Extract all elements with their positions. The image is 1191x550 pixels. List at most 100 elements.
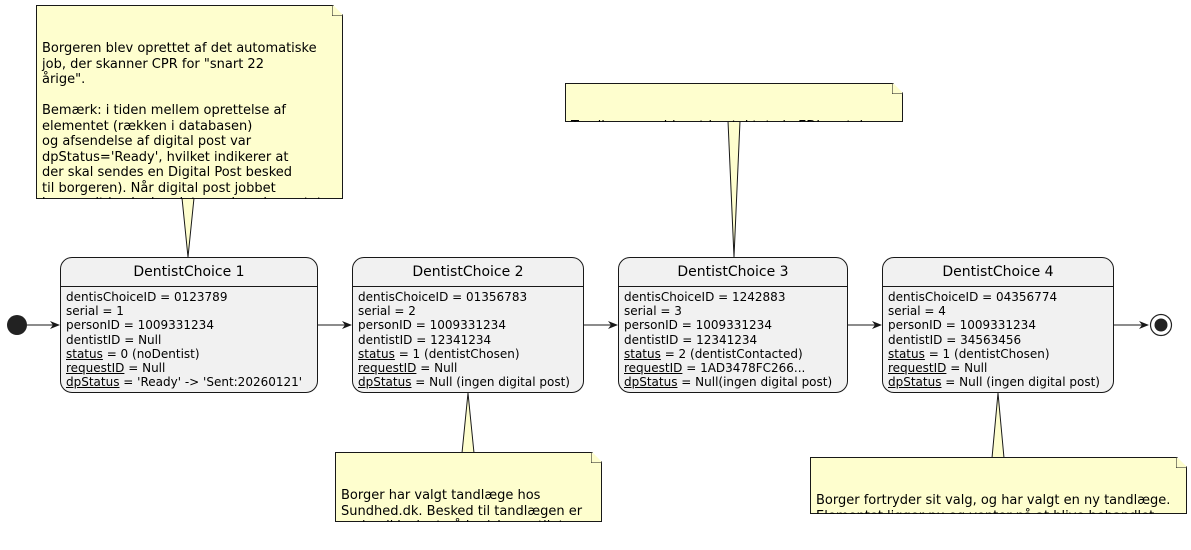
attr-key: status [888, 346, 925, 361]
attr-key: status [624, 346, 661, 361]
attr-row: status = 0 (noDentist) [66, 347, 312, 361]
attr-key: dentistID [358, 332, 413, 347]
attr-row: status = 2 (dentistContacted) [624, 347, 842, 361]
attr-row: dpStatus = Null(ingen digital post) [624, 375, 842, 389]
attr-key: serial [624, 304, 657, 319]
note-state3: Tandlægen er blevet kontaktet via EDI-po… [565, 83, 903, 122]
attr-key: serial [888, 304, 921, 319]
attr-row: requestID = Null [66, 361, 312, 375]
attr-key: dentistID [888, 332, 943, 347]
attr-value: = 1AD3478FC266... [682, 361, 806, 376]
attr-value: = 04356774 [978, 290, 1058, 304]
attr-value: = 0123789 [156, 290, 228, 304]
attr-row: dentistID = 12341234 [624, 333, 842, 347]
state-dentistchoice-4: DentistChoice 4 dentisChoiceID = 0435677… [882, 257, 1114, 393]
state-dentistchoice-3: DentistChoice 3 dentisChoiceID = 1242883… [618, 257, 848, 393]
attr-value: = 1009331234 [677, 318, 772, 333]
attr-row: dpStatus = Null (ingen digital post) [358, 375, 578, 389]
attr-value: = Null(ingen digital post) [677, 375, 833, 390]
note-state2: Borger har valgt tandlæge hos Sundhed.dk… [335, 452, 602, 522]
note-fold-icon [892, 83, 903, 94]
attr-key: requestID [624, 361, 683, 376]
state-attributes: dentisChoiceID = 0123789 serial = 1 pers… [61, 287, 317, 389]
attr-key: dpStatus [624, 375, 678, 390]
note-text: Borger har valgt tandlæge hos Sundhed.dk… [341, 488, 583, 550]
attr-value: = 1009331234 [119, 318, 214, 333]
attr-value: = 1009331234 [941, 318, 1036, 333]
attr-value: = 12341234 [678, 332, 758, 347]
note-fold-icon [332, 5, 343, 16]
attr-value: = 1242883 [714, 290, 786, 304]
attr-value: = Null (ingen digital post) [411, 375, 570, 390]
attr-value: = 1 (dentistChosen) [924, 346, 1050, 361]
attr-value: = 34563456 [942, 332, 1022, 347]
state-attributes: dentisChoiceID = 01356783 serial = 2 per… [353, 287, 583, 389]
attr-row: dentisChoiceID = 04356774 [888, 290, 1108, 304]
attr-key: dentisChoiceID [358, 290, 449, 304]
attr-value: = 3 [656, 304, 682, 319]
state-attributes: dentisChoiceID = 1242883 serial = 3 pers… [619, 287, 847, 389]
attr-row: dpStatus = 'Ready' -> 'Sent:20260121' [66, 375, 312, 389]
initial-state [7, 315, 27, 335]
attr-value: = Null [946, 361, 988, 376]
attr-row: requestID = 1AD3478FC266... [624, 361, 842, 375]
attr-key: serial [358, 304, 391, 319]
state-dentistchoice-2: DentistChoice 2 dentisChoiceID = 0135678… [352, 257, 584, 393]
attr-row: serial = 2 [358, 304, 578, 318]
attr-key: dentisChoiceID [888, 290, 979, 304]
final-state-outer [1149, 313, 1173, 337]
attr-value: = 2 [390, 304, 416, 319]
state-attributes: dentisChoiceID = 04356774 serial = 4 per… [883, 287, 1113, 389]
attr-row: dentisChoiceID = 1242883 [624, 290, 842, 304]
attr-key: dentisChoiceID [624, 290, 715, 304]
attr-key: requestID [358, 361, 417, 376]
note-connector-state2 [461, 392, 475, 454]
note-connector-state4 [991, 392, 1005, 459]
attr-key: dpStatus [888, 375, 942, 390]
final-state-inner [1154, 318, 1168, 332]
attr-value: = Null [120, 332, 162, 347]
note-fold-icon [1176, 457, 1187, 468]
attr-key: dpStatus [66, 375, 120, 390]
transitions-layer [7, 120, 1173, 459]
attr-row: personID = 1009331234 [888, 318, 1108, 332]
note-fold-icon [591, 452, 602, 463]
attr-row: serial = 3 [624, 304, 842, 318]
attr-value: = 01356783 [448, 290, 528, 304]
attr-key: personID [624, 318, 678, 333]
attr-row: status = 1 (dentistChosen) [358, 347, 578, 361]
attr-row: requestID = Null [888, 361, 1108, 375]
attr-row: requestID = Null [358, 361, 578, 375]
attr-key: personID [66, 318, 120, 333]
attr-key: personID [888, 318, 942, 333]
attr-key: status [358, 346, 395, 361]
attr-row: dpStatus = Null (ingen digital post) [888, 375, 1108, 389]
attr-value: = 'Ready' -> 'Sent:20260121' [119, 375, 303, 390]
attr-value: = 1 [98, 304, 124, 319]
attr-key: personID [358, 318, 412, 333]
attr-row: dentistID = 34563456 [888, 333, 1108, 347]
attr-value: = 2 (dentistContacted) [660, 346, 803, 361]
attr-row: personID = 1009331234 [624, 318, 842, 332]
attr-value: = 1 (dentistChosen) [394, 346, 520, 361]
attr-row: dentisChoiceID = 01356783 [358, 290, 578, 304]
attr-key: dpStatus [358, 375, 412, 390]
attr-value: = Null [124, 361, 166, 376]
attr-key: requestID [66, 361, 125, 376]
attr-row: personID = 1009331234 [66, 318, 312, 332]
attr-row: personID = 1009331234 [358, 318, 578, 332]
attr-key: status [66, 346, 103, 361]
note-state1: Borgeren blev oprettet af det automatisk… [36, 5, 343, 199]
attr-row: dentistID = 12341234 [358, 333, 578, 347]
attr-key: serial [66, 304, 99, 319]
note-state4: Borger fortryder sit valg, og har valgt … [810, 457, 1187, 514]
note-connector-state1 [181, 197, 195, 258]
attr-value: = 1009331234 [411, 318, 506, 333]
state-title: DentistChoice 2 [353, 258, 583, 287]
attr-row: dentistID = Null [66, 333, 312, 347]
state-title: DentistChoice 4 [883, 258, 1113, 287]
attr-value: = 12341234 [412, 332, 492, 347]
attr-row: serial = 1 [66, 304, 312, 318]
attr-row: serial = 4 [888, 304, 1108, 318]
attr-key: dentistID [66, 332, 121, 347]
